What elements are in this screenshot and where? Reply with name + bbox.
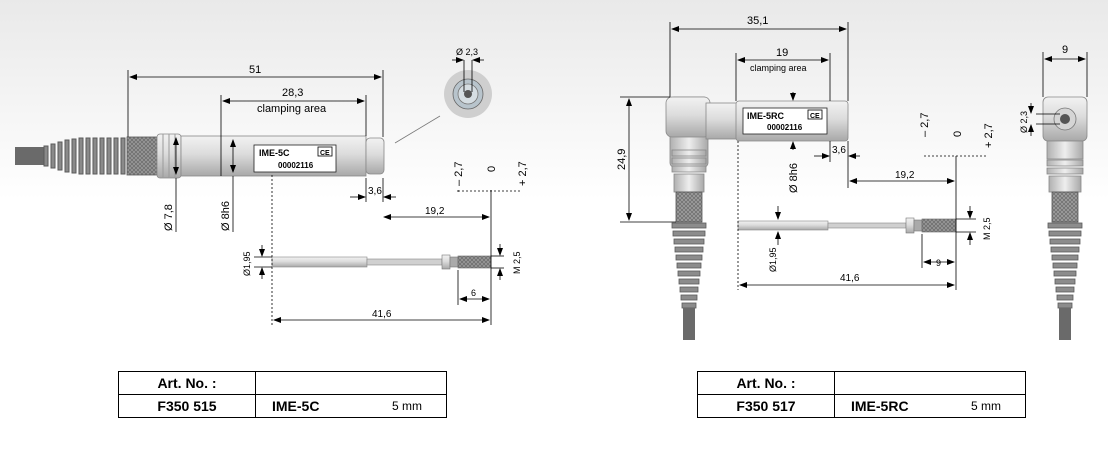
right-dim-side-diam: Ø 2,3 <box>1019 111 1029 133</box>
left-strain-relief <box>15 136 158 176</box>
left-dim-travel: 19,2 <box>425 206 445 217</box>
left-dim-zero: 0 <box>486 166 498 172</box>
right-side-view <box>1042 96 1088 340</box>
left-sensor: IME-5C CE 00002116 <box>15 70 492 270</box>
left-ce-mark: CE <box>320 150 330 157</box>
right-dim-side-width: 9 <box>1062 44 1068 56</box>
right-dim-minus: – 2,7 <box>919 113 931 137</box>
right-dim-fit-diam: Ø 8h6 <box>788 163 800 193</box>
right-dimensions <box>620 22 1088 290</box>
left-clamping-text: clamping area <box>257 103 327 115</box>
right-table-size: 5 mm <box>941 394 1026 418</box>
left-plunger-rod <box>271 254 492 270</box>
right-dim-clamping: 19 <box>776 47 788 59</box>
right-table-model: IME-5RC <box>834 394 941 418</box>
right-dim-height: 24,9 <box>616 149 628 170</box>
right-table-art-no: F350 517 <box>697 394 835 418</box>
right-dim-zero: 0 <box>952 131 964 137</box>
left-dim-plus: + 2,7 <box>517 161 529 186</box>
right-sensor: IME-5RC CE 00002116 <box>665 96 1088 340</box>
right-dim-overall: 35,1 <box>747 15 768 27</box>
left-label-serial: 00002116 <box>278 161 314 170</box>
left-sensor-body: IME-5C CE 00002116 <box>156 133 385 179</box>
left-dimensions <box>127 57 522 325</box>
left-dim-fit-diam: Ø 8h6 <box>220 201 232 231</box>
right-label-serial: 00002116 <box>767 123 803 132</box>
left-label-model: IME-5C <box>259 148 290 158</box>
right-dimension-labels: 35,1 19 clamping area 24,9 Ø 8h6 3,6 19,… <box>616 15 1068 284</box>
left-dim-rod-diam: Ø1,95 <box>242 251 252 276</box>
right-article-table: Art. No. : F350 517 IME-5RC 5 mm <box>697 371 1026 418</box>
left-dim-thread-len: 6 <box>471 288 476 298</box>
left-table-model: IME-5C <box>255 394 362 418</box>
left-dim-minus: – 2,7 <box>453 162 465 186</box>
left-dim-tip: 3,6 <box>368 186 382 197</box>
right-dim-plus: + 2,7 <box>983 123 995 148</box>
right-dim-thread: M 2,5 <box>982 217 992 240</box>
left-article-table: Art. No. : F350 515 IME-5C 5 mm <box>118 371 447 418</box>
right-table-header: Art. No. : <box>697 371 835 395</box>
right-dim-thread-len: 9 <box>936 258 941 268</box>
left-dim-thread: M 2,5 <box>512 251 522 274</box>
right-dim-travel: 19,2 <box>895 170 915 181</box>
left-dim-clamping: 28,3 <box>282 87 303 99</box>
left-dim-overall: 51 <box>249 64 261 76</box>
right-clamping-text: clamping area <box>750 63 807 73</box>
left-dim-rod-len: 41,6 <box>372 309 392 320</box>
right-dim-rod-diam: Ø1,95 <box>768 247 778 272</box>
left-end-view <box>444 70 492 118</box>
right-dim-tip: 3,6 <box>832 145 846 156</box>
left-dimension-labels: 51 28,3 clamping area Ø 7,8 Ø 8h6 3,6 19… <box>163 47 529 320</box>
left-table-size: 5 mm <box>362 394 447 418</box>
left-table-header: Art. No. : <box>118 371 256 395</box>
right-ce-mark: CE <box>810 113 820 120</box>
left-dim-end-diam: Ø 2,3 <box>456 47 478 57</box>
left-dim-body-diam: Ø 7,8 <box>163 204 175 231</box>
left-table-art-no: F350 515 <box>118 394 256 418</box>
right-label-model: IME-5RC <box>747 111 785 121</box>
right-dim-rod-len: 41,6 <box>840 273 860 284</box>
